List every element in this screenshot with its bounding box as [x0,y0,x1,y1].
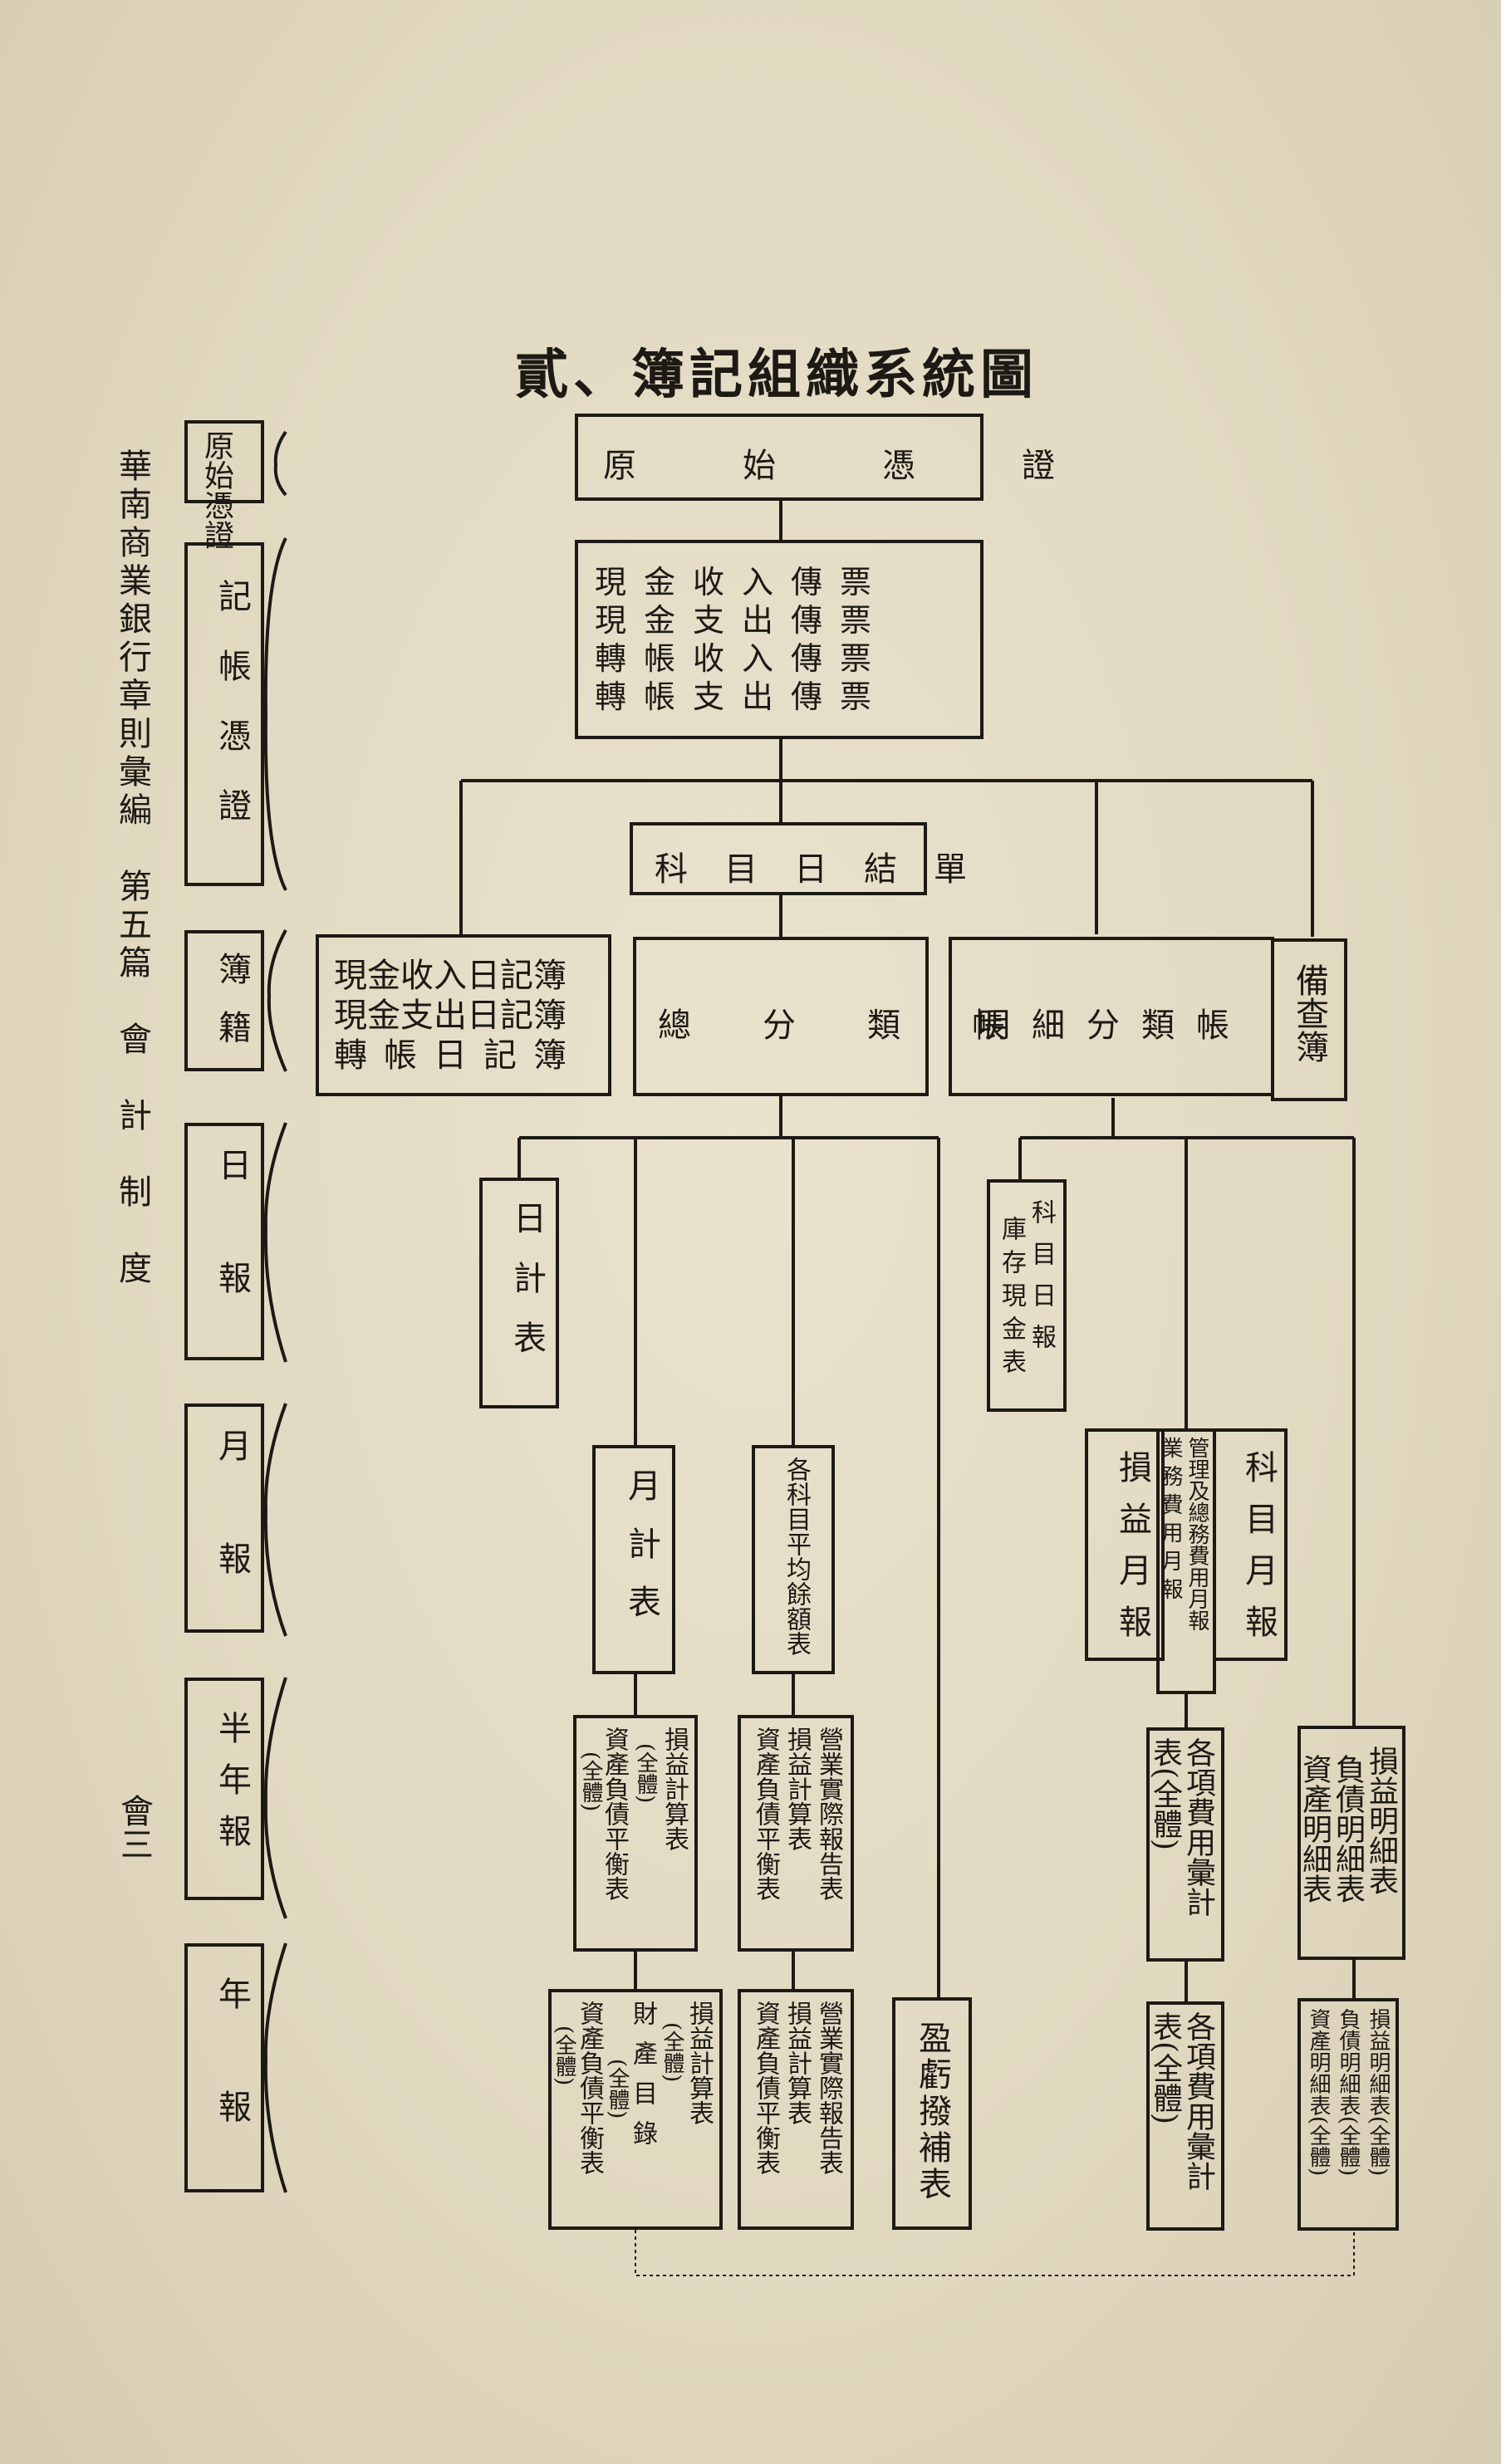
level-label-monthly: 月報 [213,1428,251,1654]
annual-detail-line: 損益明細表(全體) [1366,2008,1391,2177]
level-box-original-voucher: 原始憑證 [184,420,264,550]
semiannual-pl-bs-box: 損益計算表 (全體) 資產負債平衡表 (全體) [573,1715,698,1952]
monthly-statement-box: 月計表 [592,1445,675,1674]
subsidiary-ledger-box: 明細分類帳 [949,937,1274,1096]
daily-statement-box: 日計表 [479,1178,559,1408]
level-label-books: 簿籍 [213,952,251,1068]
annual-expense-line: 表(全體) [1148,2011,1182,2125]
expense-monthly-line: 管理及總務費用月報 [1185,1437,1209,1631]
original-voucher-label: 原 始 憑 證 [603,447,1057,485]
level-box-bookkeeping-voucher: 記帳憑證 [184,542,264,886]
subsidiary-ledger-label: 明細分類帳 [977,1007,1251,1045]
voucher-item: 現金收入傳票 [595,564,890,600]
level-label-annual: 年報 [213,1977,251,2202]
memo-book-box: 備查簿 [1271,938,1347,1101]
annual-pl-bs-line: (全體) [605,2059,630,2119]
semiannual-operating-line: 資產負債平衡表 [751,1727,780,1901]
annual-expense-box: 各項費用彙計 表(全體) [1146,2001,1224,2231]
surplus-label: 盈虧撥補表 [913,2021,951,2203]
annual-pl-bs-line: (全體) [660,2022,684,2083]
level-box-daily: 日報 [184,1123,264,1374]
semiannual-detail-box: 損益明細表 負債明細表 資產明細表 [1297,1726,1405,1960]
general-ledger-box: 總 分 類 帳 [633,937,1005,1096]
annual-operating-line: 損益計算表 [782,2001,812,2125]
level-box-books: 簿籍 [184,930,264,1071]
cash-report-box: 科目日報 庫存現金表 [987,1179,1067,1412]
level-label-original-voucher: 原始憑證 [199,430,233,550]
daily-statement-label: 日計表 [508,1201,546,1380]
semiannual-pl-bs-line: (全體) [633,1743,658,1804]
pl-monthly-label: 損益月報 [1113,1450,1151,1656]
semiannual-operating-box: 營業實際報告表 損益計算表 資產負債平衡表 [738,1715,854,1952]
annual-pl-bs-line: (全體) [552,2026,576,2086]
journal-item: 現金支出日記簿 [334,997,567,1035]
semiannual-operating-line: 營業實際報告表 [814,1727,843,1901]
level-label-bookkeeping-voucher: 記帳憑證 [213,579,251,858]
annual-pl-bs-box: 損益計算表 (全體) 財產目錄 (全體) 資產負債平衡表 (全體) [548,1989,723,2230]
annual-operating-line: 資產負債平衡表 [751,2001,780,2175]
avg-balance-label: 各科目平均餘額表 [782,1457,811,1656]
general-ledger-label: 總 分 類 帳 [658,1007,1007,1045]
semiannual-pl-bs-line: (全體) [578,1751,603,1812]
semiannual-detail-line: 負債明細表 [1331,1754,1365,1903]
journal-list: 現金收入日記簿 現金支出日記簿 轉帳日記簿 [334,956,583,1075]
original-voucher-box: 原 始 憑 證 [575,414,1055,501]
annual-detail-line: 負債明細表(全體) [1336,2008,1361,2177]
daily-summary-box: 科 目 日 結 單 [630,822,967,895]
daily-summary-label: 科 目 日 結 單 [655,850,969,889]
page-number: 會三 [115,1794,153,1860]
annual-pl-bs-line: 資產負債平衡表 [575,2001,604,2175]
semiannual-pl-bs-line: 損益計算表 [660,1727,689,1851]
semiannual-expense-box: 各項費用彙計 表(全體) [1146,1727,1224,1962]
cash-report-line: 科目日報 [1027,1199,1056,1365]
semiannual-pl-bs-line: 資產負債平衡表 [600,1727,629,1901]
vouchers-box: 現金收入傳票 現金支出傳票 轉帳收入傳票 轉帳支出傳票 [575,540,983,739]
level-box-annual: 年報 [184,1943,264,2202]
semiannual-detail-line: 損益明細表 [1364,1746,1398,1895]
level-label-daily: 日報 [213,1148,251,1374]
annual-pl-bs-line: 財產目錄 [628,2001,657,2160]
account-monthly-label: 科目月報 [1239,1450,1278,1656]
voucher-list: 現金收入傳票 現金支出傳票 轉帳收入傳票 轉帳支出傳票 [595,563,889,716]
monthly-statement-label: 月計表 [622,1468,660,1643]
account-monthly-box: 科目月報 [1213,1428,1288,1661]
memo-book-label: 備查簿 [1290,963,1328,1063]
annual-operating-line: 營業實際報告表 [814,2001,843,2175]
annual-operating-box: 營業實際報告表 損益計算表 資產負債平衡表 [738,1989,854,2230]
avg-balance-box: 各科目平均餘額表 [752,1445,835,1674]
semiannual-expense-line: 各項費用彙計 [1181,1737,1215,1917]
voucher-item: 轉帳收入傳票 [595,640,890,677]
annual-pl-bs-line: 損益計算表 [684,2001,714,2125]
semiannual-expense-line: 表(全體) [1148,1737,1182,1851]
level-box-monthly: 月報 [184,1403,264,1654]
semiannual-detail-line: 資產明細表 [1297,1754,1332,1903]
cash-report-line: 庫存現金表 [997,1216,1026,1382]
journal-item: 轉帳日記簿 [334,1036,583,1075]
annual-expense-line: 各項費用彙計 [1181,2011,1215,2191]
level-label-semiannual: 半年報 [213,1711,251,1865]
diagram-title: 貳、簿記組織系統圖 [515,344,1038,406]
journals-box: 現金收入日記簿 現金支出日記簿 轉帳日記簿 [316,934,611,1096]
voucher-item: 轉帳支出傳票 [595,678,890,715]
pl-monthly-box: 損益月報 [1085,1428,1165,1661]
expense-monthly-line: 業務費用月報 [1158,1437,1183,1606]
journal-item: 現金收入日記簿 [334,957,567,995]
voucher-item: 現金支出傳票 [595,602,890,639]
surplus-box: 盈虧撥補表 [892,1997,972,2230]
level-box-semiannual: 半年報 [184,1678,264,1900]
semiannual-operating-line: 損益計算表 [782,1727,812,1851]
annual-detail-box: 損益明細表(全體) 負債明細表(全體) 資產明細表(全體) [1297,1998,1399,2231]
annual-detail-line: 資產明細表(全體) [1306,2008,1331,2177]
side-header: 華南商業銀行章則彙編 第五篇 會 計 制 度 [113,448,151,1289]
expense-monthly-box: 管理及總務費用月報 業務費用月報 [1156,1428,1216,1694]
